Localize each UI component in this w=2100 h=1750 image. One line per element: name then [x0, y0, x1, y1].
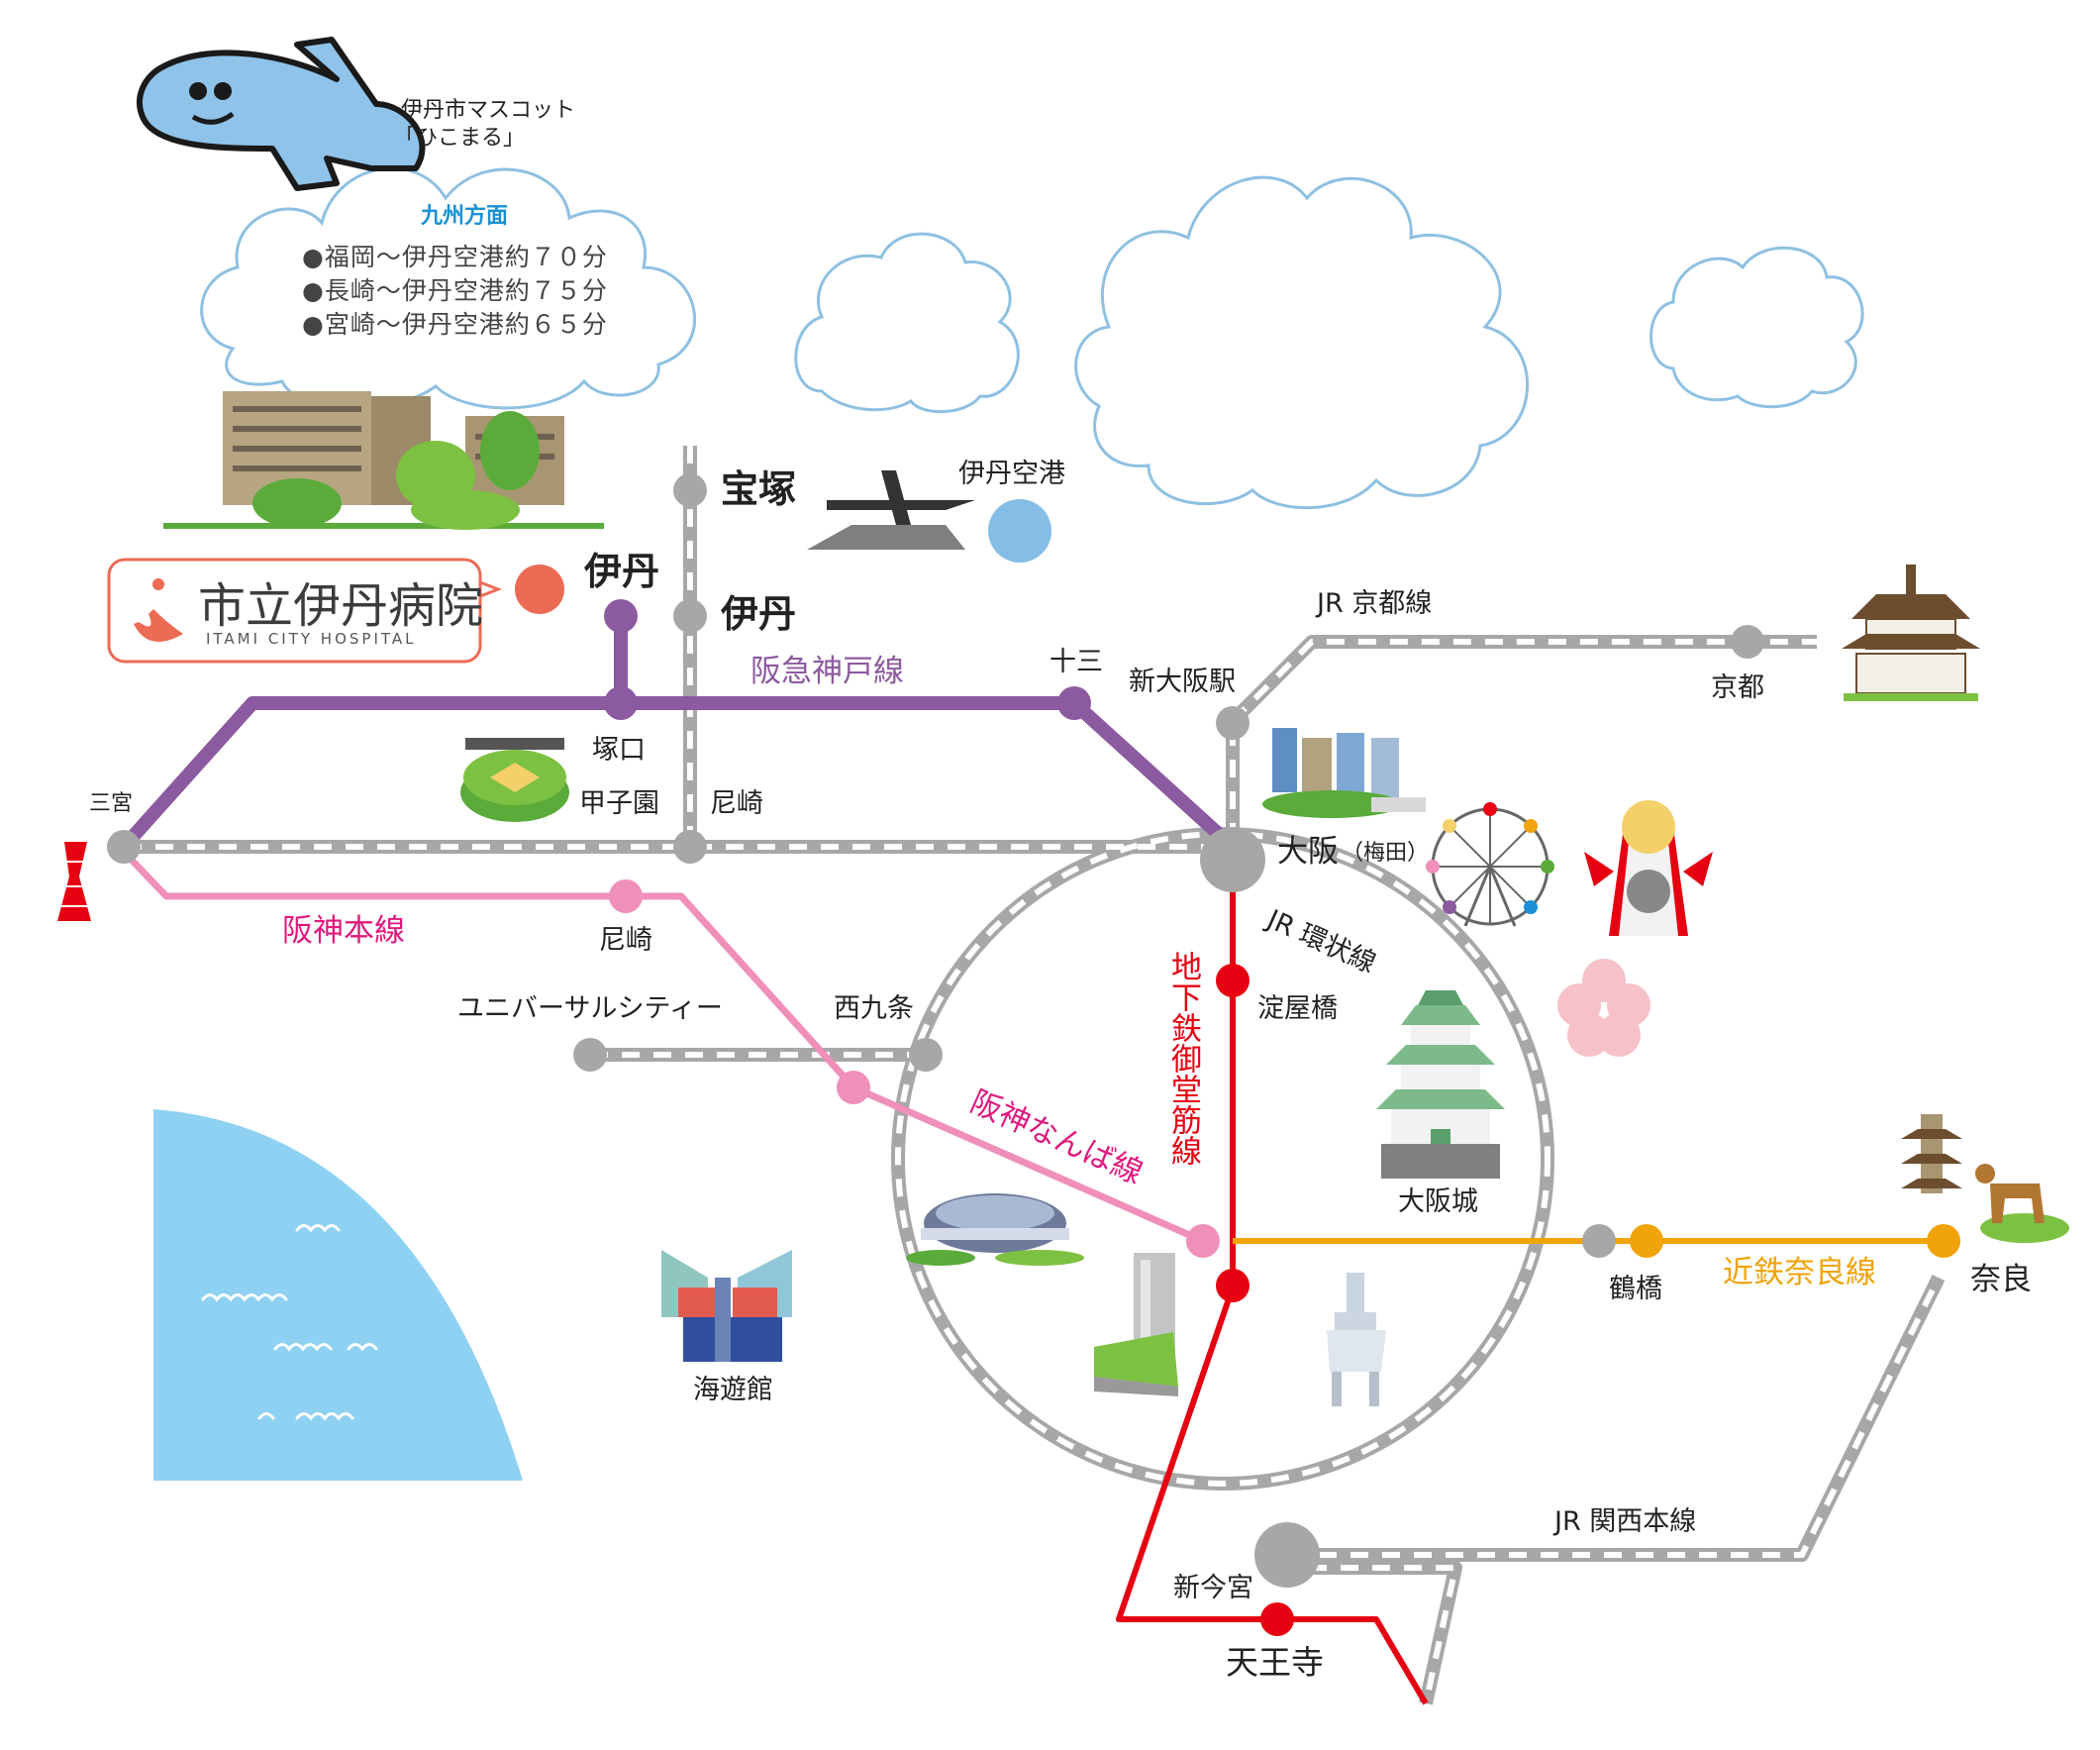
label-osaka-castle: 大阪城: [1398, 1186, 1478, 1217]
umeda-buildings-illustration: [1262, 728, 1426, 818]
line-label-jr-kyoto: JR 京都線: [1315, 588, 1432, 619]
hospital-sign[interactable]: 市立伊丹病院 ITAMI CITY HOSPITAL: [107, 558, 503, 664]
station-usj[interactable]: [573, 1038, 607, 1072]
station-amagasaki-hanshin[interactable]: [609, 879, 643, 913]
label-itami-airport: 伊丹空港: [958, 459, 1065, 489]
mascot-caption-1: 伊丹市マスコット: [401, 98, 575, 123]
line-label-midosuji: 地下鉄御堂筋線: [1165, 951, 1202, 1166]
station-tennoji-jr[interactable]: [1254, 1522, 1320, 1588]
label-amagasaki-jr: 尼崎: [710, 788, 763, 819]
station-juso[interactable]: [1057, 686, 1091, 720]
midosuji-line: [1116, 847, 1429, 1705]
label-umeda: （梅田）: [1342, 841, 1429, 866]
mascot-caption-2: 「ひこまる」: [394, 126, 525, 151]
station-nishikujo[interactable]: [909, 1038, 943, 1072]
label-takarazuka: 宝塚: [721, 467, 796, 511]
label-osaka: 大阪: [1277, 834, 1339, 870]
svg-text:地下鉄御堂筋線: 地下鉄御堂筋線: [1165, 951, 1202, 1166]
label-tsukaguchi: 塚口: [592, 735, 646, 766]
label-kaiyukan: 海遊館: [693, 1375, 773, 1405]
hospital-name-en: ITAMI CITY HOSPITAL: [206, 630, 417, 648]
station-namba-subway[interactable]: [1216, 1269, 1250, 1302]
station-sannomiya[interactable]: [107, 830, 141, 864]
hospital-marker[interactable]: [515, 565, 564, 614]
mascot-hikomaru-illustration: [137, 37, 426, 191]
station-osaka-namba[interactable]: [1186, 1224, 1220, 1258]
station-amagasaki-jr[interactable]: [673, 830, 707, 864]
label-juso: 十三: [1050, 647, 1103, 677]
cloud-large: [1074, 175, 1530, 510]
label-koshien: 甲子園: [579, 788, 659, 819]
koshien-stadium-illustration: [460, 738, 569, 822]
line-label-jr-loop: JR 環状線: [1260, 903, 1380, 978]
station-nishikujo-hanshin[interactable]: [837, 1071, 870, 1104]
kyushu-title: 九州方面: [420, 203, 508, 229]
hospital-name-jp: 市立伊丹病院: [198, 578, 483, 634]
station-tsuruhashi-jr[interactable]: [1582, 1224, 1616, 1258]
jr-lines: [124, 446, 1946, 1705]
label-sannomiya: 三宮: [89, 791, 133, 816]
tower-of-the-sun-illustration: [1584, 800, 1713, 936]
hospital-logo-icon: [134, 578, 183, 642]
airport-marker[interactable]: [988, 499, 1051, 563]
hospital-building-illustration: [163, 391, 604, 530]
label-amagasaki-hanshin: 尼崎: [599, 925, 652, 956]
label-itami-hankyu: 伊丹: [583, 550, 659, 593]
cloud-right: [1650, 246, 1864, 409]
station-yodoyabashi[interactable]: [1216, 964, 1250, 997]
kyushu-item-nagasaki: ●長崎～伊丹空港約７５分: [302, 276, 608, 305]
label-itami-jr: 伊丹: [720, 592, 796, 636]
label-usj: ユニバーサルシティー: [457, 993, 723, 1024]
osaka-castle-illustration: [1376, 990, 1505, 1179]
label-yodoyabashi: 淀屋橋: [1257, 993, 1338, 1024]
station-itami-hankyu[interactable]: [604, 599, 638, 633]
kobe-tower-illustration: [57, 842, 91, 921]
label-tennoji: 天王寺: [1226, 1643, 1324, 1682]
airplane-icon: [807, 470, 975, 550]
label-kyoto: 京都: [1711, 672, 1764, 703]
kaiyukan-aquarium-illustration: [661, 1250, 792, 1362]
station-tennoji-subway[interactable]: [1260, 1602, 1294, 1636]
sea-area: [153, 1109, 523, 1481]
label-nara: 奈良: [1970, 1262, 2032, 1297]
station-kyoto[interactable]: [1731, 625, 1764, 659]
station-itami-jr[interactable]: [673, 599, 707, 633]
stations: [107, 473, 1960, 1636]
line-label-jr-kansai: JR 関西本線: [1552, 1506, 1696, 1537]
ferris-wheel-illustration: [1426, 802, 1554, 927]
kyocera-dome-illustration: [906, 1193, 1084, 1266]
station-takarazuka[interactable]: [673, 473, 707, 507]
abeno-harukas-illustration: [1094, 1253, 1178, 1396]
cherry-blossom-icon: [1557, 959, 1650, 1057]
line-label-kintetsu-nara: 近鉄奈良線: [1723, 1255, 1876, 1290]
kyushu-item-fukuoka: ●福岡～伊丹空港約７０分: [302, 243, 608, 271]
line-label-hanshin-main: 阪神本線: [282, 913, 405, 949]
label-nishikujo: 西九条: [834, 993, 914, 1024]
station-tsukaguchi[interactable]: [604, 686, 638, 720]
label-shin-imamiya: 新今宮: [1173, 1573, 1253, 1603]
station-shin-osaka[interactable]: [1216, 706, 1250, 740]
label-shin-osaka: 新大阪駅: [1129, 667, 1236, 697]
line-label-hankyu-kobe: 阪急神戸線: [750, 654, 904, 689]
kyushu-item-miyazaki: ●宮崎～伊丹空港約６５分: [302, 310, 608, 339]
station-osaka[interactable]: [1200, 827, 1265, 892]
cloud-small: [794, 232, 1020, 414]
tsutenkaku-tower-illustration: [1327, 1273, 1386, 1406]
station-nara[interactable]: [1927, 1224, 1960, 1258]
hanshin-lines: [121, 849, 1205, 1245]
nara-pagoda-deer-illustration: [1901, 1114, 2069, 1243]
kyoto-temple-illustration: [1842, 565, 1980, 701]
label-tsuruhashi: 鶴橋: [1609, 1274, 1662, 1304]
station-tsuruhashi[interactable]: [1630, 1224, 1663, 1258]
